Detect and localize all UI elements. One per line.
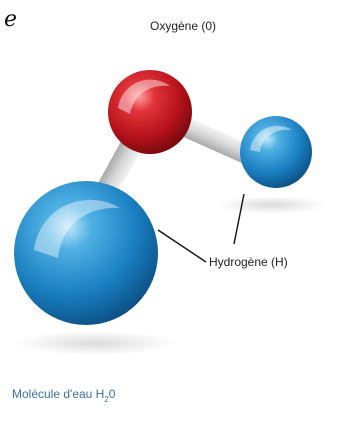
hydrogen-atom-left [14, 181, 158, 325]
leader-line-hydrogen-right [233, 193, 245, 245]
caption-main: Molécule d'eau H [12, 387, 104, 401]
caption-tail: 0 [109, 387, 116, 401]
hydrogen-atom-right [240, 116, 312, 188]
corner-glyph: e [4, 7, 17, 32]
molecule-caption: Molécule d'eau H20 [12, 387, 116, 404]
small-hydrogen-shadow [217, 196, 327, 214]
hydrogen-label: Hydrogène (H) [209, 255, 288, 269]
oxygen-label: Oxygène (0) [150, 19, 216, 33]
oxygen-atom [108, 70, 192, 154]
large-hydrogen-shadow [15, 331, 175, 355]
leader-line-hydrogen-left [157, 229, 207, 263]
caption-subscript: 2 [104, 395, 109, 404]
